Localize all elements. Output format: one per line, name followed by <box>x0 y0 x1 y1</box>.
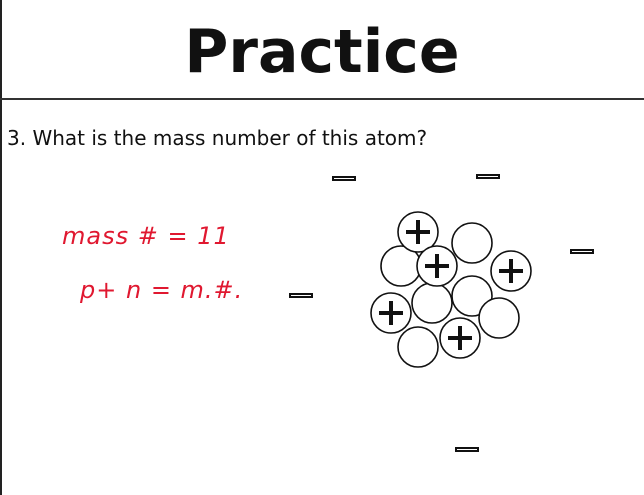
proton <box>439 317 481 359</box>
handwritten-answer: mass # = 11 <box>62 222 230 250</box>
proton <box>416 245 458 287</box>
slide-border <box>0 0 2 495</box>
neutron <box>451 222 493 264</box>
neutron <box>478 297 520 339</box>
question-text: 3. What is the mass number of this atom? <box>7 126 428 150</box>
proton <box>490 250 532 292</box>
electron <box>332 176 356 181</box>
neutron <box>397 326 439 368</box>
neutron <box>451 275 493 317</box>
neutron <box>411 282 453 324</box>
electron <box>455 447 479 452</box>
electron <box>570 249 594 254</box>
electron <box>476 174 500 179</box>
electron <box>289 293 313 298</box>
title-divider <box>0 98 644 100</box>
proton <box>370 292 412 334</box>
proton <box>397 211 439 253</box>
slide-title: Practice <box>184 17 460 87</box>
handwritten-formula: p+ n = m.#. <box>80 276 244 304</box>
